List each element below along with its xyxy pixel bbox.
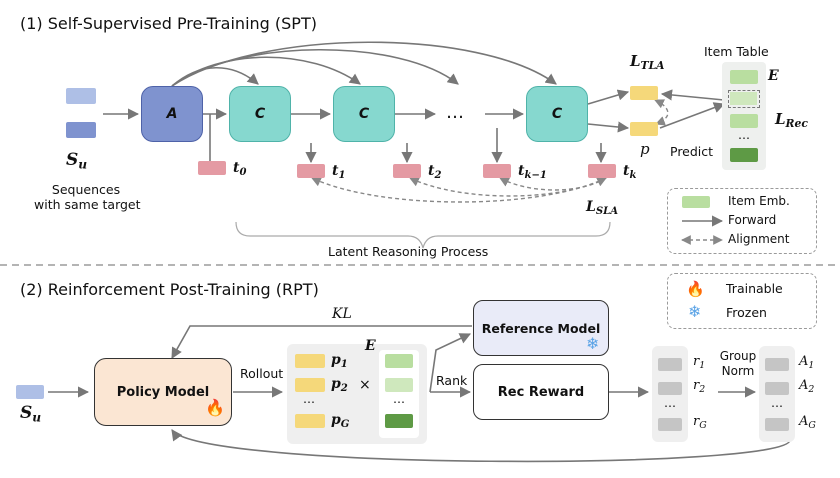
policy-model: Policy Model xyxy=(94,358,232,426)
rpt-input-cell xyxy=(16,385,44,399)
p-label: p xyxy=(640,140,650,158)
rollout-p2: p2 xyxy=(331,376,348,395)
advantages-group: … xyxy=(759,346,795,442)
rec-reward: Rec Reward xyxy=(473,364,609,420)
item-table: … xyxy=(722,62,766,170)
reference-frozen-snowflake-icon: ❄ xyxy=(586,334,600,353)
token-tk-label: tk xyxy=(623,163,637,182)
snowflake-icon: ❄ xyxy=(688,302,702,321)
legend-forward: Forward xyxy=(728,213,777,227)
token-t1 xyxy=(297,164,325,178)
rollout-group: p1 p2 … pG × E … xyxy=(287,338,427,444)
token-tk-1-label: tk−1 xyxy=(518,163,547,182)
item-emb-last xyxy=(730,148,758,162)
token-t2 xyxy=(393,164,421,178)
block-c-1: C xyxy=(229,86,291,142)
token-tk-1 xyxy=(483,164,511,178)
rollout-pg: pG xyxy=(331,412,350,431)
fire-icon: 🔥 xyxy=(686,280,705,298)
input-sequence-cell-2 xyxy=(66,122,96,138)
spt-legend: Item Emb. Forward Alignment xyxy=(667,188,817,254)
item-table-label: Item Table xyxy=(704,44,769,59)
rpt-section-title: (2) Reinforcement Post-Training (RPT) xyxy=(20,280,319,299)
kl-label: KL xyxy=(332,306,352,322)
spt-ellipsis: … xyxy=(446,102,464,123)
input-label: Su xyxy=(66,150,88,172)
spt-section-title: (1) Self-Supervised Pre-Training (SPT) xyxy=(20,14,317,33)
legend-trainable: Trainable xyxy=(726,281,783,296)
rewards-group: … xyxy=(652,346,688,442)
reference-model: Reference Model xyxy=(473,300,609,356)
rank-label: Rank xyxy=(436,373,468,388)
block-c-k: C xyxy=(526,86,588,142)
item-emb-1 xyxy=(730,70,758,84)
token-t1-label: t1 xyxy=(332,163,346,182)
predict-label: Predict xyxy=(670,144,714,159)
legend-alignment: Alignment xyxy=(728,232,790,246)
reward-rg: rG xyxy=(693,414,707,431)
input-sequence-cell-1 xyxy=(66,88,96,104)
token-t0 xyxy=(198,161,226,175)
rpt-matrix-label: E xyxy=(365,338,376,354)
times-symbol: × xyxy=(359,377,371,393)
policy-trainable-fire-icon: 🔥 xyxy=(205,398,225,417)
legend-item-emb-swatch xyxy=(682,196,710,208)
loss-tla: LTLA xyxy=(630,52,665,73)
rollout-p1: p1 xyxy=(331,352,348,371)
advantage-a1: A1 xyxy=(799,354,815,371)
target-item-highlight xyxy=(728,90,760,108)
group-norm-label: Group Norm xyxy=(719,349,757,378)
input-caption: Sequences with same target xyxy=(34,182,141,212)
loss-rec: LRec xyxy=(775,110,808,131)
reward-r1: r1 xyxy=(693,354,706,371)
advantage-a2: A2 xyxy=(799,378,815,395)
rollout-label: Rollout xyxy=(240,366,284,381)
legend-item-emb: Item Emb. xyxy=(728,194,790,208)
rpt-legend: 🔥 Trainable ❄ Frozen xyxy=(667,273,817,329)
advantage-ag: AG xyxy=(799,414,816,431)
latent-reasoning-label: Latent Reasoning Process xyxy=(328,244,489,259)
loss-sla: LSLA xyxy=(586,199,619,218)
token-t2-label: t2 xyxy=(428,163,442,182)
token-tk xyxy=(588,164,616,178)
rpt-input-label: Su xyxy=(20,403,42,425)
token-t0-label: t0 xyxy=(233,160,247,179)
output-embedding-p xyxy=(630,122,658,136)
block-c-2: C xyxy=(333,86,395,142)
reward-r2: r2 xyxy=(693,378,706,395)
block-a: A xyxy=(141,86,203,142)
item-table-matrix-label: E xyxy=(768,68,779,84)
legend-frozen: Frozen xyxy=(726,305,767,320)
item-emb-3 xyxy=(730,114,758,128)
output-embedding-tla xyxy=(630,86,658,100)
